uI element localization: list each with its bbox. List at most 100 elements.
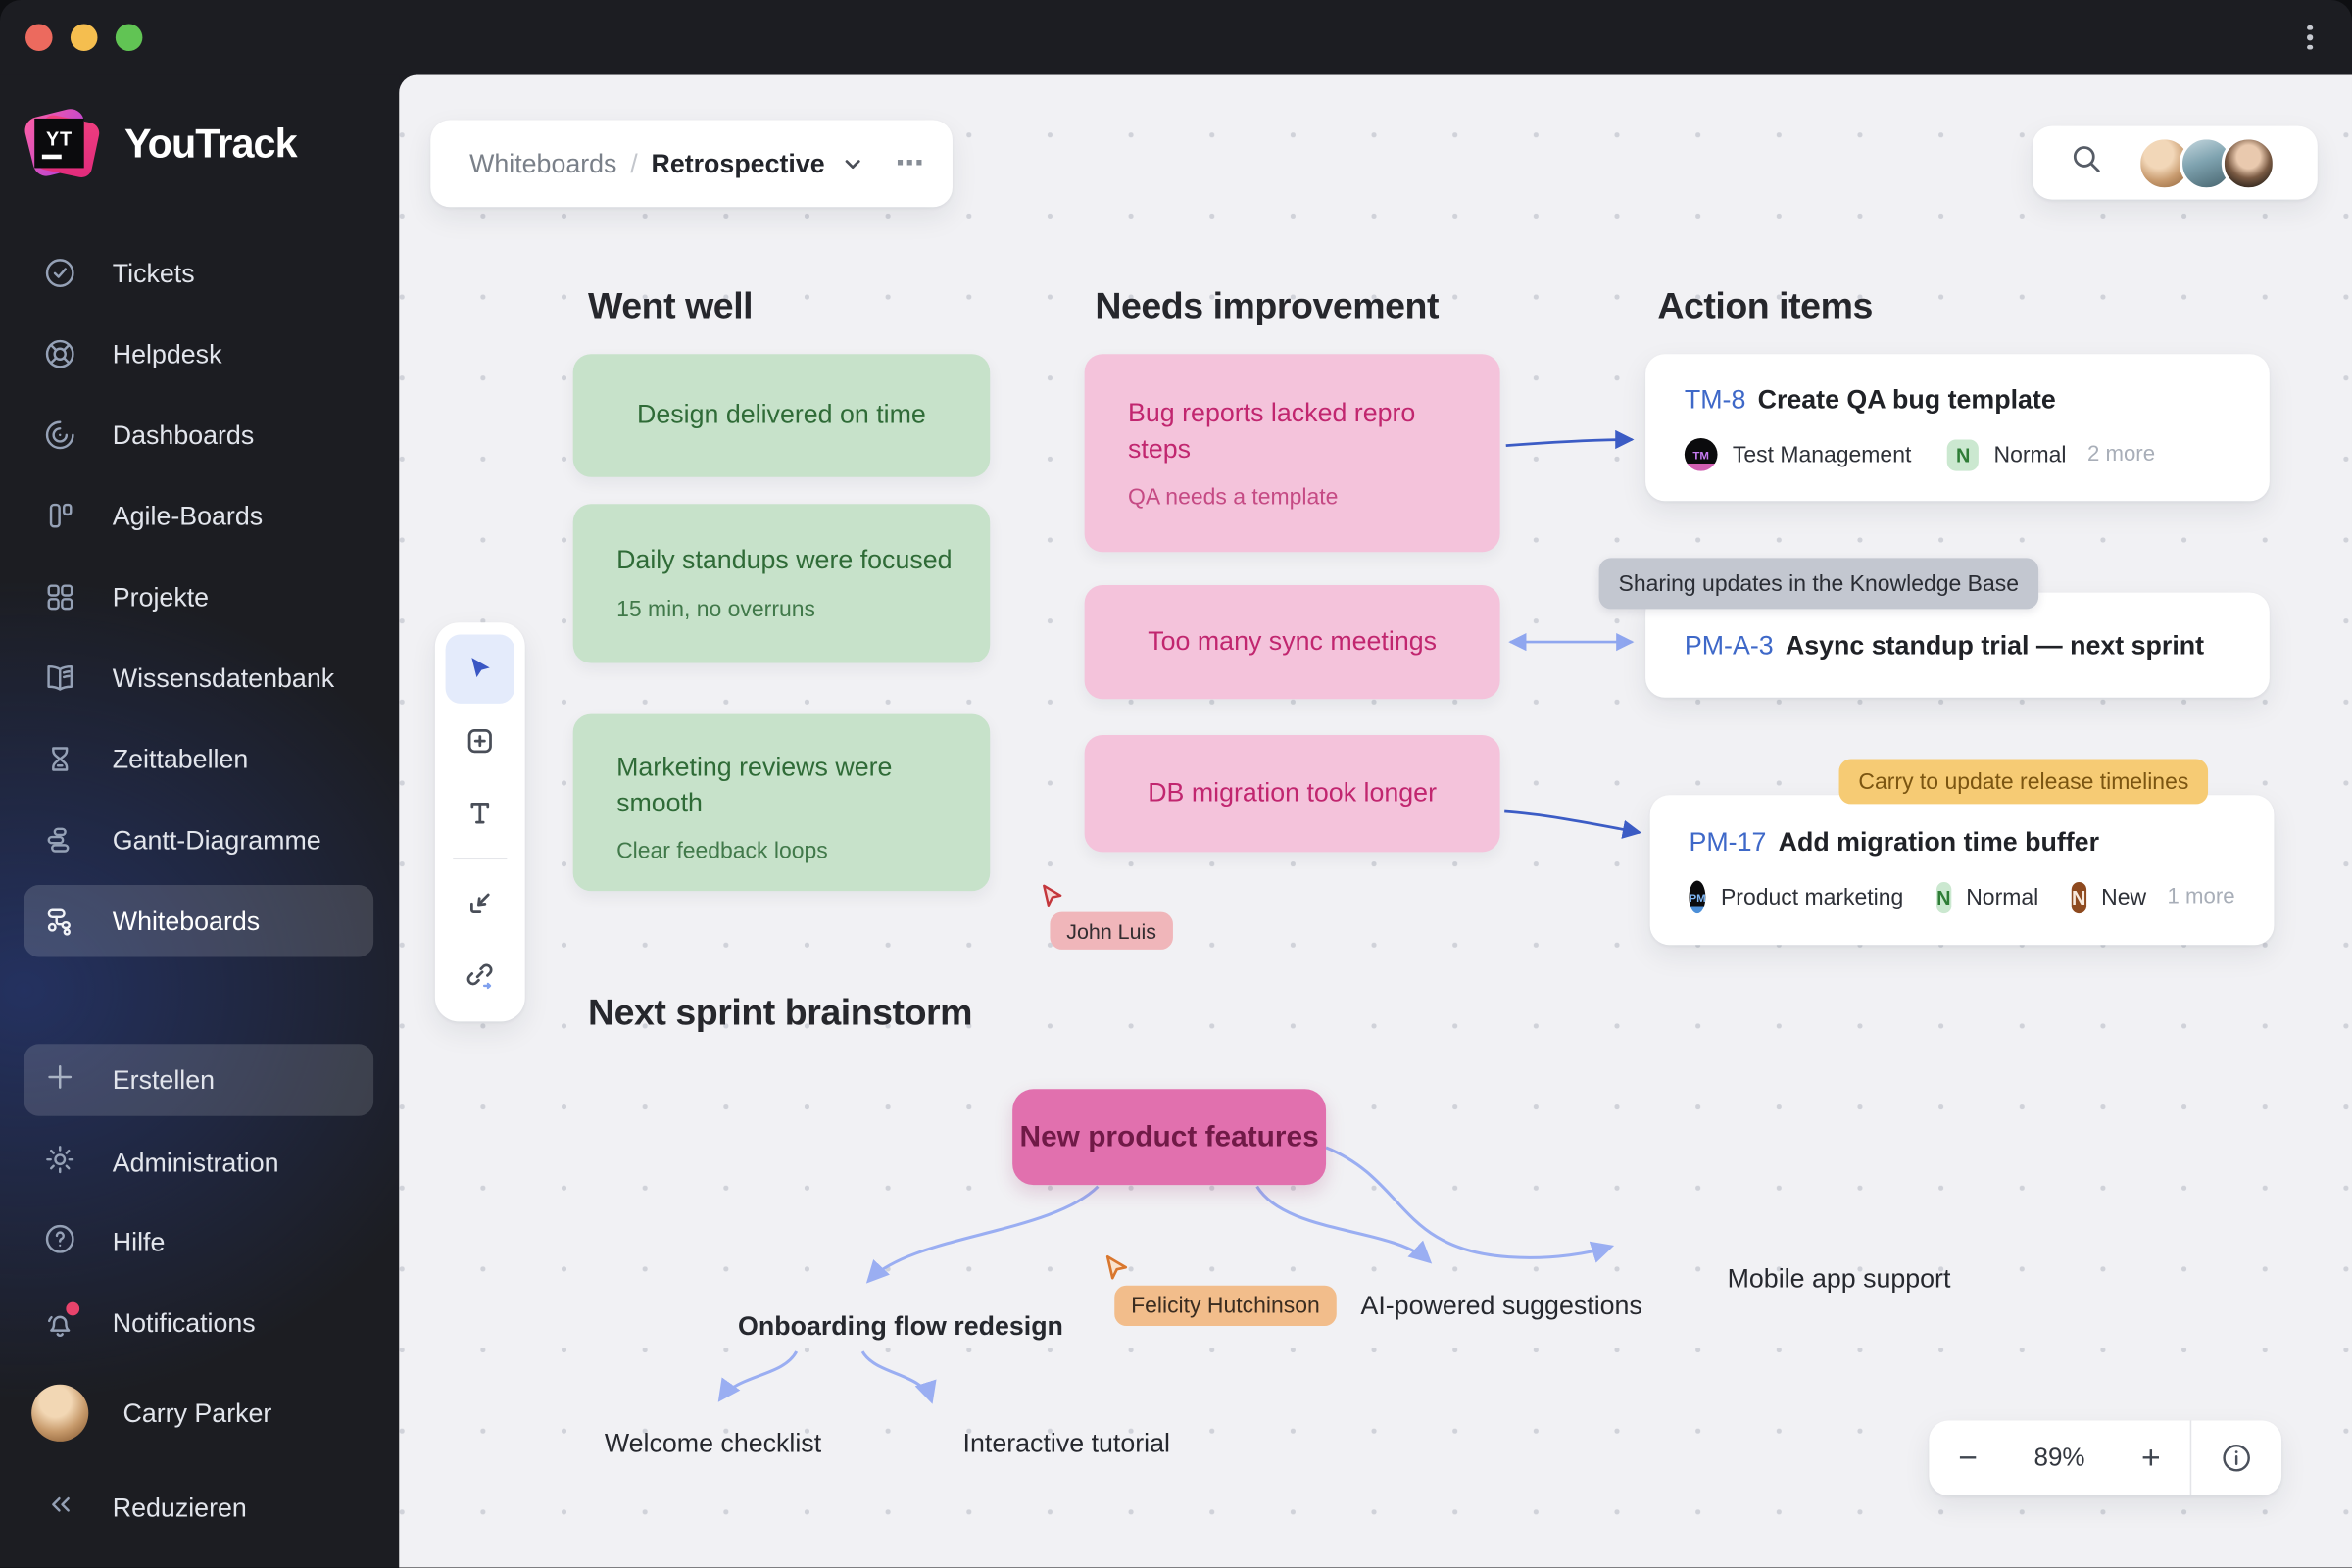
add-frame-icon (467, 729, 492, 754)
sidebar: YT YouTrack Tickets Helpdesk Dashboards (0, 74, 400, 1568)
mindmap-node[interactable]: Mobile app support (1727, 1262, 1951, 1294)
collaborator-cursor-label: Felicity Hutchinson (1114, 1285, 1337, 1327)
zoom-in-button[interactable]: + (2141, 1438, 2161, 1477)
zoom-controls: − 89% + (1929, 1420, 2282, 1496)
chevrons-left-icon (42, 1486, 78, 1529)
zoom-out-button[interactable]: − (1958, 1438, 1978, 1477)
sidebar-item-zeittabellen[interactable]: Zeittabellen (0, 718, 399, 800)
brand-name: YouTrack (124, 121, 298, 167)
presence-bar (2032, 125, 2318, 200)
minimize-window-button[interactable] (70, 24, 98, 52)
link-tool-button[interactable] (446, 941, 514, 1009)
sticky-note[interactable]: Bug reports lacked repro steps QA needs … (1084, 354, 1500, 553)
select-tool-button[interactable] (445, 634, 514, 704)
mindmap-node[interactable]: Interactive tutorial (962, 1428, 1170, 1458)
column-title-went-well: Went well (587, 286, 754, 327)
check-circle-icon (42, 255, 78, 291)
sidebar-item-gantt-diagramme[interactable]: Gantt-Diagramme (0, 800, 399, 881)
project-avatar: PM (1689, 880, 1706, 914)
youtrack-logo-icon: YT (22, 106, 102, 182)
collaborator-cursor-label: John Luis (1050, 911, 1173, 950)
divider (2189, 1420, 2192, 1496)
canvas-toolbar (434, 622, 525, 1022)
sidebar-item-agile-boards[interactable]: Agile-Boards (0, 475, 399, 557)
book-icon (42, 660, 78, 696)
lifebuoy-icon (42, 336, 78, 372)
whiteboard-icon (42, 903, 78, 939)
brand: YT YouTrack (22, 105, 298, 183)
insert-arrow-icon (469, 893, 490, 913)
sidebar-item-whiteboards[interactable]: Whiteboards (0, 880, 399, 961)
collaborator-avatars[interactable] (2137, 135, 2276, 190)
sidebar-item-administration[interactable]: Administration (0, 1126, 399, 1198)
notification-badge (66, 1301, 80, 1316)
close-window-button[interactable] (25, 24, 53, 52)
plus-icon (42, 1058, 78, 1102)
mindmap-node[interactable]: AI-powered suggestions (1360, 1290, 1642, 1320)
info-icon (2223, 1444, 2250, 1472)
sticky-note[interactable]: Daily standups were focused 15 min, no o… (572, 504, 991, 663)
whiteboard-canvas[interactable]: Whiteboards / Retrospective ⋯ (399, 74, 2352, 1568)
toolbar-divider (453, 858, 508, 860)
mindmap-root-node[interactable]: New product features (1012, 1089, 1327, 1186)
issue-id-link[interactable]: TM-8 (1684, 383, 1746, 415)
gear-icon (42, 1141, 78, 1184)
issue-card-pm17[interactable]: PM-17 Add migration time buffer PM Produ… (1649, 795, 2275, 946)
project-avatar: TM (1684, 437, 1718, 471)
issue-card-pma3[interactable]: PM-A-3 Async standup trial — next sprint (1645, 592, 2270, 698)
text-icon (470, 803, 490, 824)
sticky-note[interactable]: Marketing reviews were smooth Clear feed… (572, 713, 991, 892)
note-tag-release-timelines[interactable]: Carry to update release timelines (1838, 759, 2209, 805)
info-button[interactable] (2191, 1442, 2281, 1475)
section-title-brainstorm: Next sprint brainstorm (587, 993, 973, 1034)
bell-icon (42, 1301, 80, 1342)
sidebar-item-projekte[interactable]: Projekte (0, 557, 399, 638)
mindmap-node[interactable]: Onboarding flow redesign (738, 1310, 1063, 1342)
remote-cursor-icon (1043, 884, 1062, 906)
state-badge: N (2071, 881, 2086, 913)
breadcrumb-separator: / (630, 147, 638, 178)
import-item-tool-button[interactable] (446, 868, 514, 937)
avatar (2221, 135, 2276, 190)
sidebar-item-wissensdatenbank[interactable]: Wissensdatenbank (0, 638, 399, 719)
add-frame-tool-button[interactable] (446, 707, 514, 775)
priority-badge: N (1936, 881, 1951, 913)
collapse-sidebar-button[interactable]: Reduzieren (0, 1472, 399, 1544)
chevron-down-icon[interactable] (841, 152, 863, 174)
issue-id-link[interactable]: PM-17 (1689, 826, 1767, 857)
create-button[interactable]: Erstellen (0, 1044, 399, 1116)
breadcrumb-whiteboards[interactable]: Whiteboards (469, 147, 617, 178)
sidebar-nav: Tickets Helpdesk Dashboards Agile-Boards (0, 232, 399, 961)
sidebar-item-tickets[interactable]: Tickets (0, 232, 399, 314)
sidebar-item-dashboards[interactable]: Dashboards (0, 395, 399, 476)
sidebar-item-profile[interactable]: Carry Parker (0, 1377, 399, 1448)
sidebar-item-helpdesk[interactable]: Helpdesk (0, 314, 399, 395)
grid-icon (42, 579, 78, 615)
gauge-icon (42, 417, 78, 454)
column-title-needs-improvement: Needs improvement (1095, 286, 1440, 327)
issue-card-tm8[interactable]: TM-8 Create QA bug template TM Test Mana… (1645, 354, 2270, 502)
issue-id-link[interactable]: PM-A-3 (1684, 629, 1774, 660)
cursor-icon (471, 658, 490, 678)
column-title-action-items: Action items (1657, 286, 1873, 327)
zoom-level: 89% (2034, 1443, 2085, 1472)
breadcrumb-current[interactable]: Retrospective (651, 147, 825, 178)
sticky-note[interactable]: Design delivered on time (572, 354, 991, 477)
mindmap-node[interactable]: Welcome checklist (604, 1428, 822, 1458)
maximize-window-button[interactable] (115, 24, 143, 52)
sidebar-item-notifications[interactable]: Notifications (0, 1287, 399, 1358)
priority-badge: N (1947, 438, 1980, 470)
sticky-note[interactable]: Too many sync meetings (1084, 584, 1500, 700)
window-menu-icon[interactable] (2292, 18, 2328, 57)
gantt-icon (42, 822, 78, 858)
board-menu-icon[interactable]: ⋯ (895, 147, 926, 179)
text-tool-button[interactable] (446, 778, 514, 847)
help-icon (42, 1220, 78, 1263)
note-tag-knowledge-base[interactable]: Sharing updates in the Knowledge Base (1598, 558, 2038, 610)
sticky-note[interactable]: DB migration took longer (1084, 734, 1500, 853)
search-icon[interactable] (2069, 141, 2105, 184)
sidebar-item-hilfe[interactable]: Hilfe (0, 1206, 399, 1278)
hourglass-icon (42, 741, 78, 777)
